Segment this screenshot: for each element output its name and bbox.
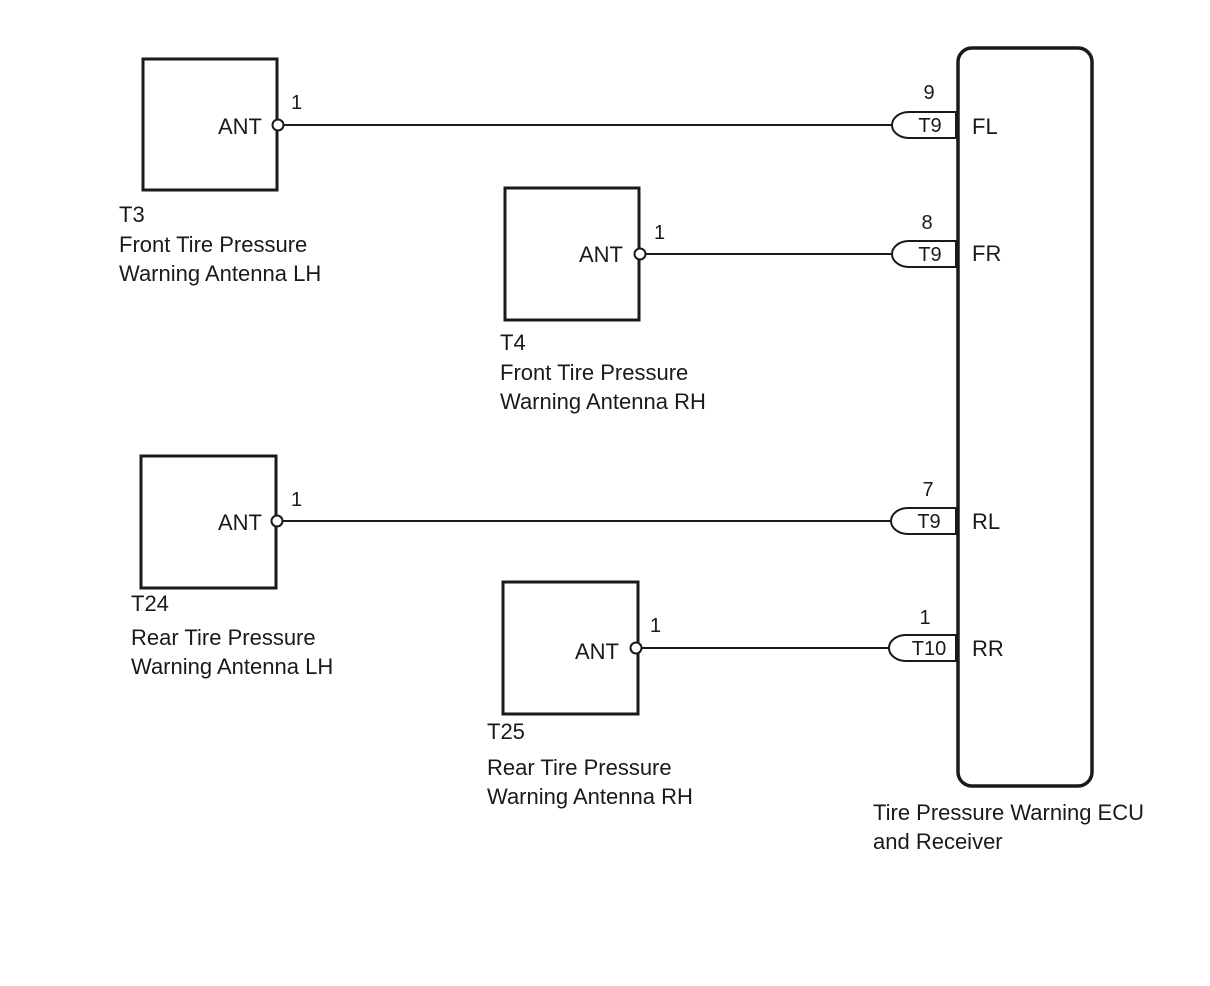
antenna-name-line2: Warning Antenna LH [119, 261, 321, 286]
antenna-code: T25 [487, 719, 525, 744]
antenna-name-line2: Warning Antenna RH [487, 784, 693, 809]
connector-shape [891, 111, 957, 139]
ecu-terminal-name: FR [972, 241, 1001, 266]
ecu-box [956, 46, 1094, 788]
antenna-pin-number: 1 [291, 92, 302, 114]
terminal-circle [633, 247, 647, 261]
antenna-name-line1: Front Tire Pressure [500, 360, 688, 385]
antenna-rear-rh: ANT 1 T25 Rear Tire Pressure Warning Ant… [487, 580, 693, 809]
antenna-pin-number: 1 [650, 615, 661, 637]
terminal-circle [270, 514, 284, 528]
antenna-name-line2: Warning Antenna RH [500, 389, 706, 414]
ant-terminal-label: ANT [218, 510, 262, 535]
ecu-connector-rl: T9 7 RL [890, 479, 1000, 535]
connector-code: T9 [918, 244, 941, 266]
ecu-connector-fr: T9 8 FR [891, 212, 1001, 268]
ant-terminal-label: ANT [575, 639, 619, 664]
antenna-front-rh: ANT 1 T4 Front Tire Pressure Warning Ant… [500, 186, 706, 414]
terminal-circle [271, 118, 285, 132]
ant-terminal-label: ANT [218, 114, 262, 139]
connector-code: T10 [912, 638, 946, 660]
ecu-connector-fl: T9 9 FL [891, 82, 998, 139]
ecu-terminal-name: RL [972, 509, 1000, 534]
ecu-pin-number: 1 [919, 607, 930, 629]
antenna-code: T3 [119, 202, 145, 227]
terminal-circle [629, 641, 643, 655]
antenna-box [141, 57, 279, 192]
ecu-pin-number: 7 [922, 479, 933, 501]
ecu-label-line2: and Receiver [873, 829, 1003, 854]
antenna-name-line1: Rear Tire Pressure [487, 755, 672, 780]
connector-shape [888, 634, 957, 662]
antenna-rear-lh: ANT 1 T24 Rear Tire Pressure Warning Ant… [131, 454, 333, 679]
antenna-pin-number: 1 [291, 489, 302, 511]
ecu-connector-rr: T10 1 RR [888, 607, 1004, 662]
ecu-pin-number: 8 [921, 212, 932, 234]
antenna-box [501, 580, 640, 716]
connector-code: T9 [917, 511, 940, 533]
antenna-code: T24 [131, 591, 169, 616]
antenna-name-line1: Rear Tire Pressure [131, 625, 316, 650]
antenna-pin-number: 1 [654, 222, 665, 244]
ant-terminal-label: ANT [579, 242, 623, 267]
ecu-terminal-name: FL [972, 114, 998, 139]
ecu-label-line1: Tire Pressure Warning ECU [873, 800, 1144, 825]
connector-shape [891, 240, 957, 268]
ecu-pin-number: 9 [923, 82, 934, 104]
connector-shape [890, 507, 957, 535]
connector-code: T9 [918, 115, 941, 137]
antenna-code: T4 [500, 330, 526, 355]
antenna-name-line1: Front Tire Pressure [119, 232, 307, 257]
antenna-front-lh: ANT 1 T3 Front Tire Pressure Warning Ant… [119, 57, 321, 286]
antenna-box [139, 454, 278, 590]
antenna-name-line2: Warning Antenna LH [131, 654, 333, 679]
ecu-terminal-name: RR [972, 636, 1004, 661]
